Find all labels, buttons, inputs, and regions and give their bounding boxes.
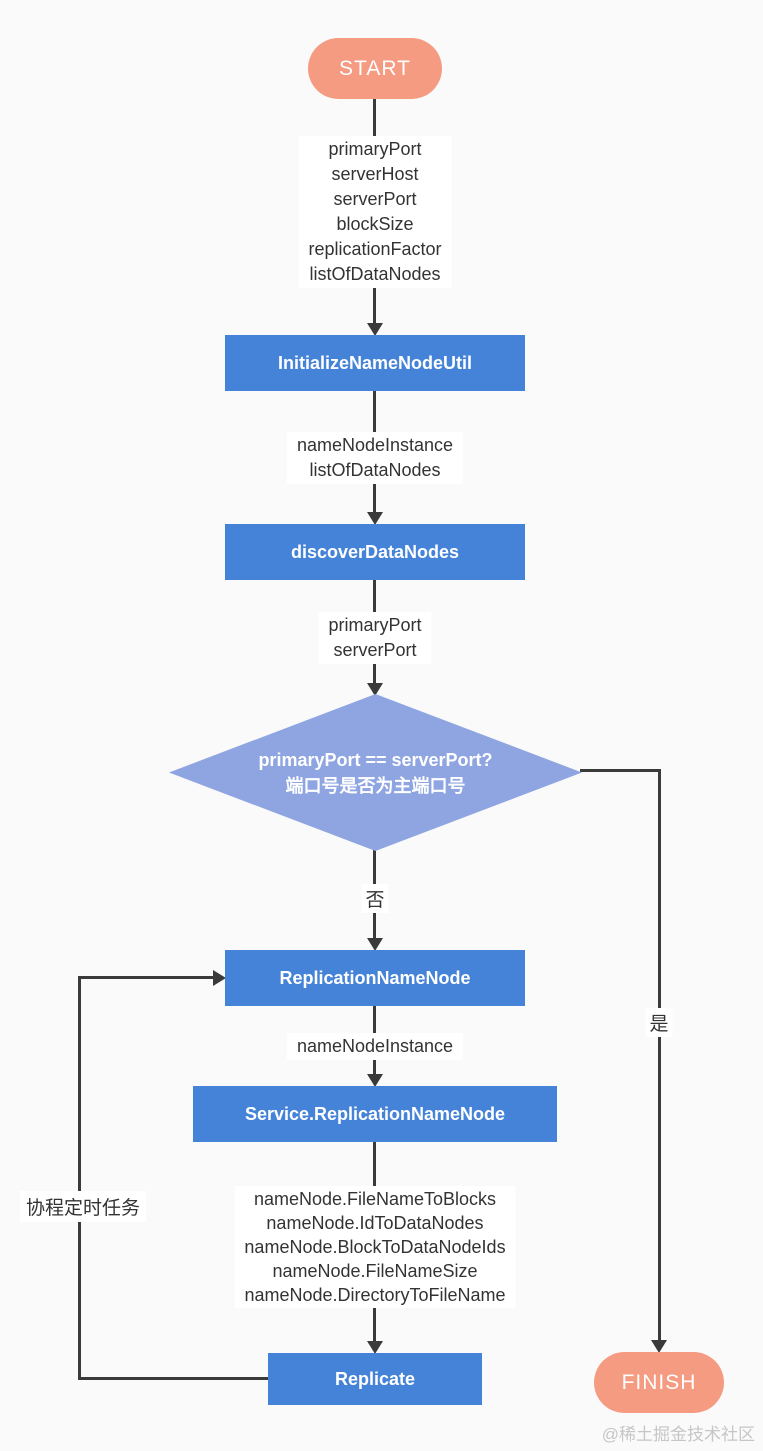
decision-primary-port-check: primaryPort == serverPort? 端口号是否为主端口号 [169, 694, 582, 851]
arrowhead-into-init [367, 323, 383, 336]
branch-label-yes: 是 [645, 1008, 673, 1037]
arrowhead-into-replication [367, 938, 383, 951]
process-service-replication-namenode: Service.ReplicationNameNode [193, 1086, 557, 1142]
connector-loop-top-horizontal [78, 976, 215, 979]
process-discover-datanodes: discoverDataNodes [225, 524, 525, 580]
process-replicate: Replicate [268, 1353, 482, 1405]
param-line: listOfDataNodes [309, 264, 441, 284]
param-line: nameNode.FileNameToBlocks [253, 1189, 497, 1209]
params-block-namenode-maps: nameNode.FileNameToBlocks nameNode.IdToD… [234, 1186, 516, 1308]
param-line: nameNode.FileNameSize [272, 1261, 478, 1281]
arrowhead-into-service [367, 1074, 383, 1087]
param-line: nameNode.IdToDataNodes [266, 1213, 484, 1233]
arrowhead-loop-into-replication [213, 970, 226, 986]
start-node: START [308, 38, 442, 99]
arrowhead-into-discover [367, 512, 383, 525]
param-line: nameNodeInstance [296, 1036, 454, 1056]
arrowhead-into-finish [651, 1340, 667, 1353]
params-block-init-outputs: nameNodeInstance listOfDataNodes [286, 432, 464, 484]
branch-label-no: 否 [361, 884, 389, 913]
params-block-ports: primaryPort serverPort [318, 612, 432, 664]
arrowhead-into-replicate [367, 1341, 383, 1354]
param-line: nameNodeInstance [296, 435, 454, 455]
param-line: serverHost [331, 164, 419, 184]
process-initialize-namenode-util: InitializeNameNodeUtil [225, 335, 525, 391]
param-line: serverPort [333, 640, 417, 660]
process-replication-namenode: ReplicationNameNode [225, 950, 525, 1006]
param-line: nameNode.DirectoryToFileName [244, 1285, 506, 1305]
param-line: primaryPort [328, 139, 422, 159]
params-block-start-inputs: primaryPort serverHost serverPort blockS… [298, 136, 452, 288]
param-line: nameNode.BlockToDataNodeIds [244, 1237, 506, 1257]
loop-label-coroutine-task: 协程定时任务 [20, 1191, 147, 1222]
param-line: primaryPort [328, 615, 422, 635]
connector-loop-vertical [78, 976, 81, 1380]
watermark-text: @稀土掘金技术社区 [601, 1425, 755, 1444]
param-line: replicationFactor [308, 239, 442, 259]
decision-condition-text-zh: 端口号是否为主端口号 [285, 775, 466, 796]
arrowhead-into-decision [367, 683, 383, 696]
param-line: listOfDataNodes [309, 460, 441, 480]
connector-yes-branch-horizontal [580, 769, 661, 772]
connector-loop-bottom-horizontal [78, 1377, 269, 1380]
params-block-namenode-instance: nameNodeInstance [286, 1033, 464, 1060]
connector-yes-branch-vertical [658, 769, 661, 1342]
param-line: blockSize [336, 214, 414, 234]
decision-condition-text: primaryPort == serverPort? [258, 749, 493, 770]
param-line: serverPort [333, 189, 417, 209]
finish-node: FINISH [594, 1352, 724, 1413]
